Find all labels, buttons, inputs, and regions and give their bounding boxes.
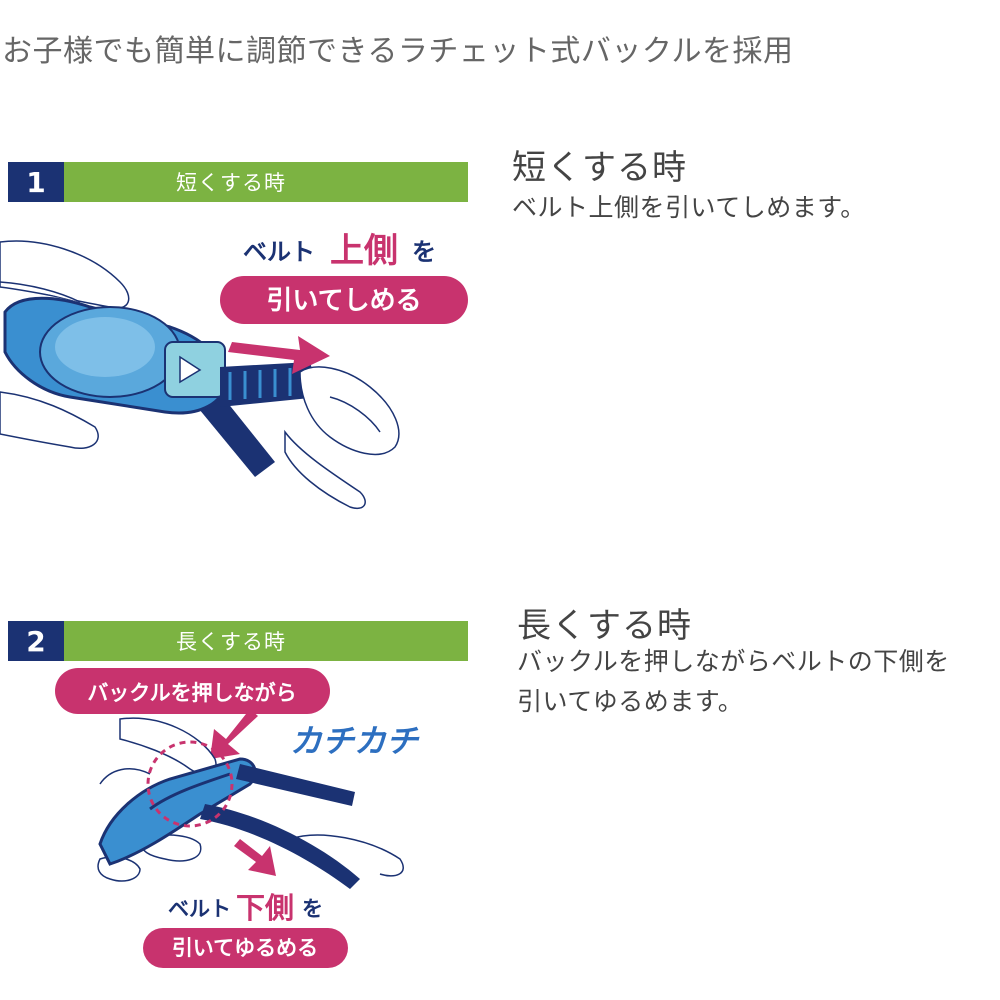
step-1-side-title: 短くする時 — [512, 148, 687, 188]
callout-pill — [220, 276, 468, 324]
callout-pill-text: 引いてしめる — [266, 286, 421, 316]
callout-belt-label: ベルト — [168, 897, 231, 921]
callout-particle: を — [302, 897, 323, 921]
step-1-illustration: ベルト 上側 を 引いてしめる — [0, 222, 470, 522]
step-1-header: 1 短くする時 — [8, 162, 468, 202]
hand-icon — [97, 717, 404, 882]
press-arrow-icon — [210, 709, 258, 759]
step-2-side-desc-line-1: バックルを押しながらベルトの下側を — [517, 647, 950, 676]
right-hand-icon — [284, 366, 400, 509]
callout-pill — [143, 928, 348, 968]
callout-emphasis: 上側 — [330, 231, 398, 271]
lower-strap — [185, 387, 275, 477]
step-number: 2 — [8, 621, 64, 661]
sound-effect-text: カチカチ — [290, 722, 420, 760]
pull-arrow-icon — [228, 336, 330, 374]
step-number: 1 — [8, 162, 64, 202]
callout-pill-text: 引いてゆるめる — [172, 936, 318, 960]
step-2-side-desc-line-2: 引いてゆるめます。 — [517, 687, 744, 716]
step-title: 長くする時 — [64, 621, 468, 661]
left-hand-icon — [0, 240, 130, 449]
press-buckle-text: バックルを押しながら — [87, 681, 296, 705]
step-2-illustration: バックルを押しながら カチカチ ベルト 下側 を 引いてゆるめる — [0, 664, 470, 984]
step-title: 短くする時 — [64, 162, 468, 202]
press-point-marker — [146, 740, 234, 828]
pull-arrow-icon — [234, 839, 276, 876]
callout-emphasis: 下側 — [236, 891, 294, 925]
step-2-side-title: 長くする時 — [517, 606, 692, 646]
lower-strap — [200, 804, 360, 889]
upper-strap — [220, 362, 320, 407]
page-heading: お子様でも簡単に調節できるラチェット式バックルを採用 — [2, 34, 794, 69]
step-2-header: 2 長くする時 — [8, 621, 468, 661]
step-1-side-desc: ベルト上側を引いてしめます。 — [512, 193, 866, 222]
upper-strap — [236, 764, 355, 806]
press-buckle-pill — [55, 668, 330, 714]
callout-particle: を — [412, 238, 436, 266]
callout-belt-label: ベルト — [243, 238, 315, 266]
buckle-icon — [3, 296, 227, 415]
